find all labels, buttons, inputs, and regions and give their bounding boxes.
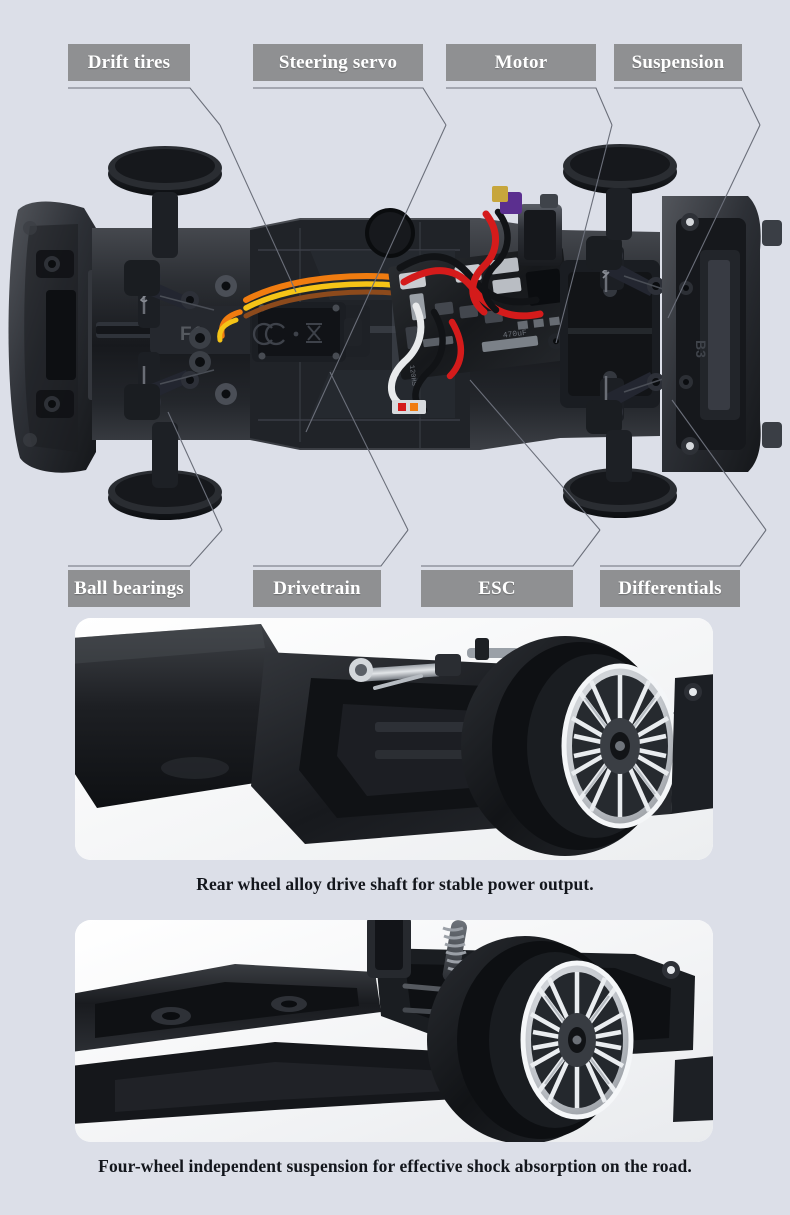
power-wires — [388, 208, 544, 414]
rear-bumper: B3 — [662, 196, 782, 472]
photo-panel-four-wheel-suspension — [75, 920, 713, 1142]
caption-rear-drive-shaft: Rear wheel alloy drive shaft for stable … — [196, 874, 594, 894]
front-bumper — [8, 201, 102, 473]
label-text: Suspension — [631, 51, 725, 73]
label-esc[interactable]: ESC — [421, 570, 573, 607]
label-drivetrain[interactable]: Drivetrain — [253, 570, 381, 607]
drift-tire-rear-left — [563, 144, 677, 194]
photo-panel-rear-drive-shaft — [75, 618, 713, 860]
drift-tire-rear-right — [563, 468, 677, 518]
rear-suspension-assembly — [563, 144, 679, 518]
servo-wires — [217, 273, 523, 343]
label-text: Ball bearings — [74, 577, 184, 599]
label-drift-tires[interactable]: Drift tires — [68, 44, 190, 81]
drift-tire-front-left — [108, 146, 222, 196]
rear-wheel — [461, 636, 679, 856]
front-suspension-assembly — [108, 146, 237, 520]
steering-servo — [252, 302, 362, 362]
svg-text:120HS-11: 120HS-11 — [407, 365, 419, 399]
label-steering-servo[interactable]: Steering servo — [253, 44, 423, 81]
ball-bearings — [189, 275, 237, 405]
svg-text:F1: F1 — [180, 324, 204, 345]
label-text: ESC — [478, 577, 516, 599]
label-text: Motor — [494, 51, 548, 73]
chassis-plate — [92, 208, 660, 450]
four-wheel-suspension-photo — [75, 920, 713, 1142]
label-text: Drivetrain — [273, 577, 361, 599]
caption-four-wheel-suspension: Four-wheel independent suspension for ef… — [98, 1156, 692, 1176]
rear-differential-housing — [560, 260, 660, 408]
esc-board: 120HS-11 470uF — [388, 246, 576, 399]
motor — [492, 186, 562, 266]
label-motor[interactable]: Motor — [446, 44, 596, 81]
label-text: Differentials — [618, 577, 722, 599]
drivetrain: F1 — [96, 305, 370, 357]
rear-drive-shaft-photo — [75, 618, 713, 860]
alloy-drive-shaft — [349, 638, 519, 690]
chassis-top-view-image: F1 — [8, 144, 782, 520]
label-ball-bearings[interactable]: Ball bearings — [68, 570, 190, 607]
front-wheel — [427, 936, 634, 1142]
label-differentials[interactable]: Differentials — [600, 570, 740, 607]
drift-tire-front-right — [108, 470, 222, 520]
label-text: Drift tires — [87, 51, 171, 73]
svg-text:B3: B3 — [693, 340, 709, 358]
chassis-diagram: F1 — [0, 100, 790, 560]
label-text: Steering servo — [278, 51, 398, 73]
svg-text:470uF: 470uF — [502, 329, 527, 341]
label-suspension[interactable]: Suspension — [614, 44, 742, 81]
